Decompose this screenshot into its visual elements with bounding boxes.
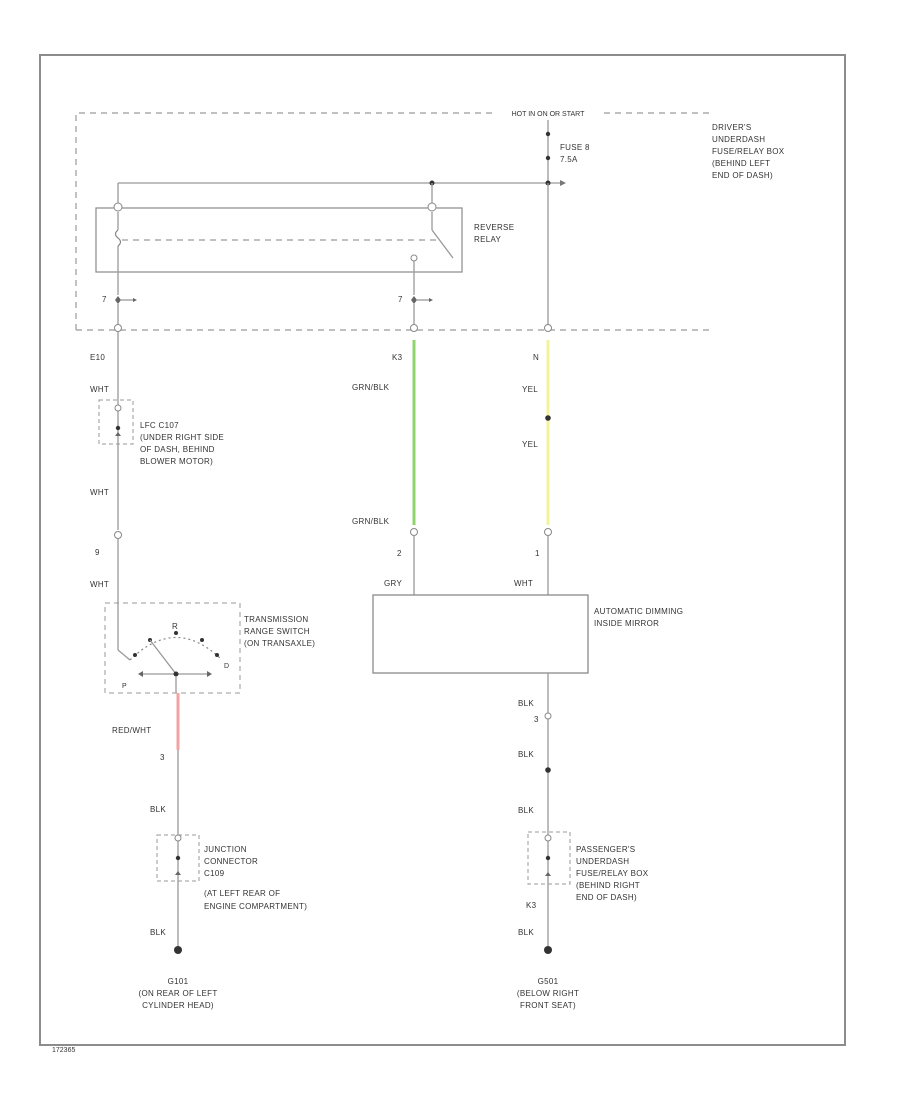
right-wire-blk-3: BLK [518, 806, 534, 815]
right-wire-blk-1: BLK [518, 699, 534, 708]
svg-text:JUNCTION: JUNCTION [204, 845, 247, 854]
right-wire-yel-2: YEL [522, 440, 538, 449]
svg-text:(ON TRANSAXLE): (ON TRANSAXLE) [244, 639, 315, 648]
svg-text:REVERSE: REVERSE [474, 223, 514, 232]
mid-wire-grn-2: GRN/BLK [352, 517, 390, 526]
fuse-8-rating: 7.5A [560, 155, 578, 164]
svg-text:BLOWER MOTOR): BLOWER MOTOR) [140, 457, 213, 466]
mirror-pin-1: 1 [535, 549, 540, 558]
svg-text:UNDERDASH: UNDERDASH [576, 857, 629, 866]
fuse-8-label: FUSE 8 [560, 143, 590, 152]
transmission-range-switch [104, 602, 241, 694]
svg-text:TRANSMISSION: TRANSMISSION [244, 615, 309, 624]
c107-label: LFC C107 (UNDER RIGHT SIDE OF DASH, BEHI… [140, 421, 224, 466]
auto-dimming-mirror-label: AUTOMATIC DIMMING INSIDE MIRROR [594, 607, 683, 628]
right-wire-yel-1: YEL [522, 385, 538, 394]
svg-text:G101: G101 [168, 977, 189, 986]
diagram-code: 172365 [52, 1047, 75, 1054]
svg-text:AUTOMATIC DIMMING: AUTOMATIC DIMMING [594, 607, 683, 616]
svg-text:G501: G501 [538, 977, 559, 986]
svg-text:CYLINDER HEAD): CYLINDER HEAD) [142, 1001, 214, 1010]
fuse-8-bottom-dot [545, 155, 551, 161]
left-wire-wht-3: WHT [90, 580, 109, 589]
passenger-fuse-box [527, 831, 571, 885]
range-switch-arm [149, 639, 177, 675]
relay-coil-icon [114, 229, 122, 247]
passenger-fuse-box-label: PASSENGER'S UNDERDASH FUSE/RELAY BOX (BE… [576, 845, 649, 902]
driver-fuse-box-label: DRIVER'S UNDERDASH FUSE/RELAY BOX (BEHIN… [712, 123, 785, 180]
svg-text:(UNDER RIGHT SIDE: (UNDER RIGHT SIDE [140, 433, 224, 442]
right-conn-label: N [533, 353, 539, 362]
svg-text:DRIVER'S: DRIVER'S [712, 123, 752, 132]
svg-text:CONNECTOR: CONNECTOR [204, 857, 258, 866]
reverse-relay-box [95, 207, 463, 273]
mirror-gnd-pin: 3 [534, 715, 539, 724]
reverse-relay-label: REVERSE RELAY [474, 223, 514, 244]
svg-text:FUSE/RELAY BOX: FUSE/RELAY BOX [576, 869, 649, 878]
diagram-frame [39, 54, 846, 1046]
ground-g501-icon [544, 946, 552, 954]
svg-text:PASSENGER'S: PASSENGER'S [576, 845, 635, 854]
svg-text:OF DASH, BEHIND: OF DASH, BEHIND [140, 445, 215, 454]
mid-wire-gry: GRY [384, 579, 402, 588]
range-switch-d: D [224, 663, 229, 670]
c107-connector-box [98, 399, 134, 445]
svg-text:(BEHIND RIGHT: (BEHIND RIGHT [576, 881, 640, 890]
left-wire-blk-2: BLK [150, 928, 166, 937]
svg-text:(ON REAR OF LEFT: (ON REAR OF LEFT [138, 989, 217, 998]
svg-text:INSIDE MIRROR: INSIDE MIRROR [594, 619, 659, 628]
range-switch-r: R [172, 622, 178, 631]
mid-pin-7: 7 [398, 295, 403, 304]
left-wire-wht-2: WHT [90, 488, 109, 497]
trans-out-pin: 3 [160, 753, 165, 762]
range-switch-p: P [122, 683, 127, 690]
svg-text:END OF DASH): END OF DASH) [712, 171, 773, 180]
svg-text:FUSE/RELAY BOX: FUSE/RELAY BOX [712, 147, 785, 156]
svg-text:END OF DASH): END OF DASH) [576, 893, 637, 902]
right-wire-blk-2: BLK [518, 750, 534, 759]
mid-conn-label: K3 [392, 353, 403, 362]
svg-text:UNDERDASH: UNDERDASH [712, 135, 765, 144]
transmission-label: TRANSMISSION RANGE SWITCH (ON TRANSAXLE) [244, 615, 315, 648]
auto-dimming-mirror-box [372, 594, 589, 674]
fuse-8-top-dot [545, 131, 551, 137]
svg-text:(BEHIND LEFT: (BEHIND LEFT [712, 159, 770, 168]
svg-text:RELAY: RELAY [474, 235, 502, 244]
left-wire-wht-1: WHT [90, 385, 109, 394]
fuse-box-header: HOT IN ON OR START [512, 111, 585, 118]
ground-g101-label: G101 (ON REAR OF LEFT CYLINDER HEAD) [138, 977, 217, 1010]
right-wire-blk-4: BLK [518, 928, 534, 937]
driver-fuse-box-outline [75, 112, 710, 331]
trans-pin-label: 9 [95, 548, 100, 557]
relay-switch-icon [431, 229, 454, 259]
svg-text:C109: C109 [204, 869, 225, 878]
red-wht-label: RED/WHT [112, 726, 151, 735]
svg-text:LFC C107: LFC C107 [140, 421, 179, 430]
left-pin-7: 7 [102, 295, 107, 304]
right-wire-wht: WHT [514, 579, 533, 588]
left-wire-blk-1: BLK [150, 805, 166, 814]
bus-arrow [560, 180, 566, 186]
ground-g101-icon [174, 946, 182, 954]
range-switch-arc [129, 637, 223, 661]
svg-text:(BELOW RIGHT: (BELOW RIGHT [517, 989, 579, 998]
mid-wire-grn-1: GRN/BLK [352, 383, 390, 392]
svg-text:FRONT SEAT): FRONT SEAT) [520, 1001, 576, 1010]
svg-text:ENGINE COMPARTMENT): ENGINE COMPARTMENT) [204, 902, 307, 911]
svg-text:(AT LEFT REAR OF: (AT LEFT REAR OF [204, 889, 280, 898]
svg-text:RANGE SWITCH: RANGE SWITCH [244, 627, 310, 636]
left-conn-label: E10 [90, 353, 105, 362]
junction-connector-label: JUNCTION CONNECTOR C109 (AT LEFT REAR OF… [204, 845, 307, 911]
ground-g501-label: G501 (BELOW RIGHT FRONT SEAT) [517, 977, 579, 1010]
mirror-pin-2: 2 [397, 549, 402, 558]
right-lower-pin: K3 [526, 901, 537, 910]
